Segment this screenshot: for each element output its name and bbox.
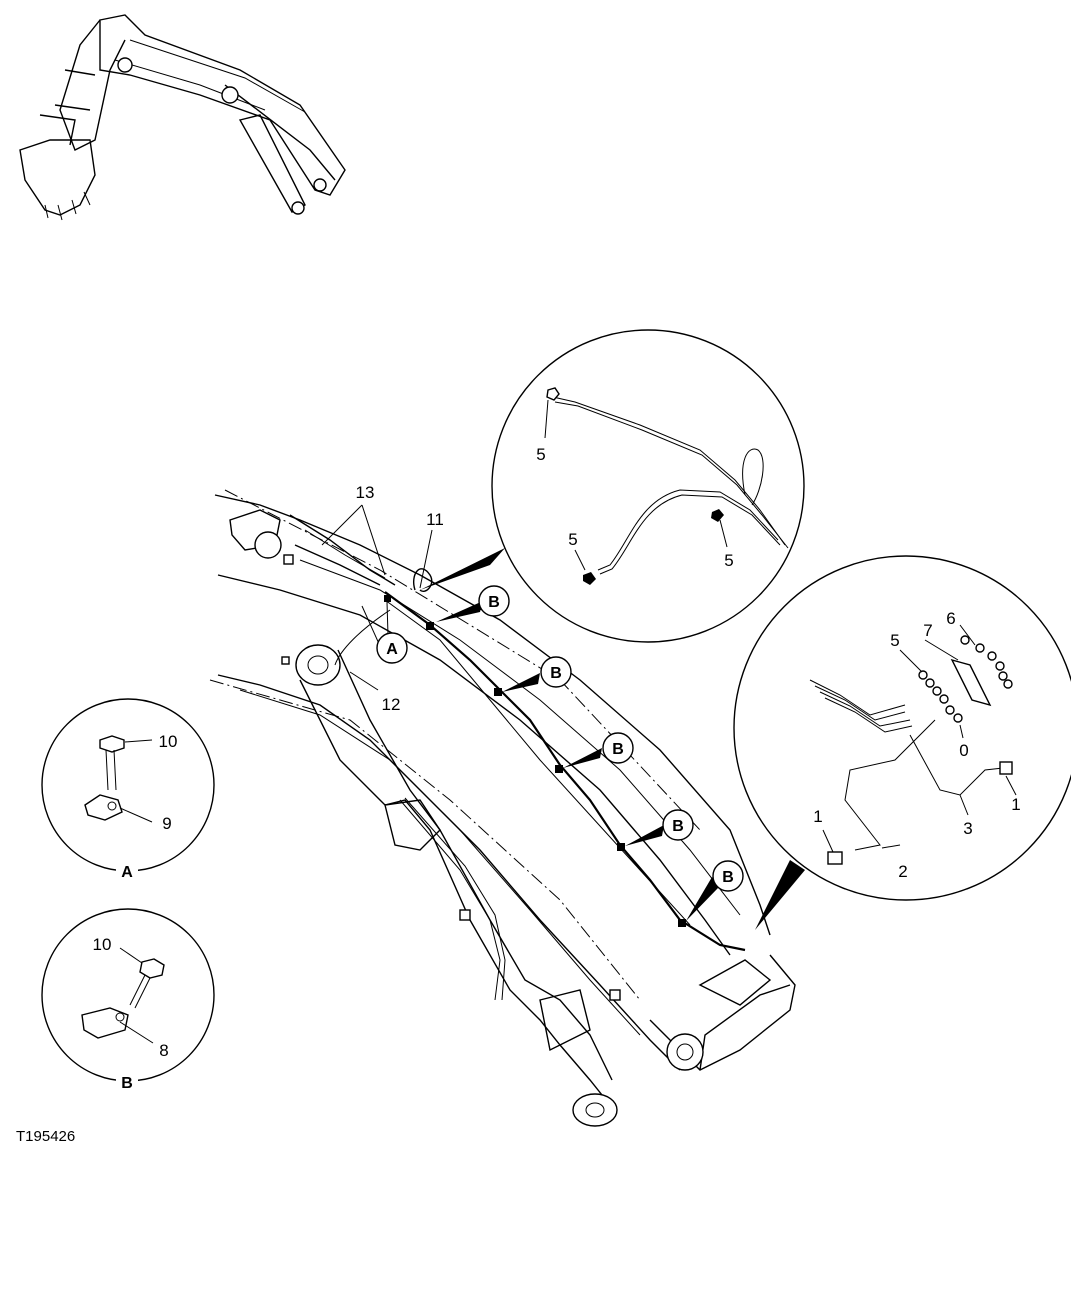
detail-top-label-5a: 5 xyxy=(536,445,545,464)
detail-right-label-1b: 1 xyxy=(1011,795,1020,814)
callout-a: A xyxy=(376,632,408,664)
detail-right-label-2: 2 xyxy=(898,862,907,881)
overview-excavator-arm xyxy=(19,14,346,221)
detail-right-fittings: 5 7 6 0 1 1 2 3 xyxy=(733,555,1071,930)
callout-b-1: B xyxy=(478,585,510,617)
figure-id: T195426 xyxy=(16,1128,75,1145)
main-leaders xyxy=(321,504,433,691)
detail-right-label-3: 3 xyxy=(963,819,972,838)
detail-a-label-9: 9 xyxy=(162,814,171,833)
svg-text:B: B xyxy=(488,594,500,611)
svg-text:B: B xyxy=(672,818,684,835)
b-callout-pointers xyxy=(436,601,718,921)
svg-text:A: A xyxy=(386,641,398,658)
svg-text:B: B xyxy=(612,741,624,758)
detail-top-label-5b: 5 xyxy=(568,530,577,549)
detail-right-label-6: 6 xyxy=(946,609,955,628)
callout-b-2: B xyxy=(540,656,572,688)
detail-a-clamp: 10 9 A xyxy=(41,698,215,883)
detail-b-label-8: 8 xyxy=(159,1041,168,1060)
detail-b-clamp: 10 8 B xyxy=(41,908,215,1093)
callout-b-5: B xyxy=(712,860,744,892)
callout-b-4: B xyxy=(662,809,694,841)
detail-a-caption: A xyxy=(121,864,133,881)
detail-a-label-10: 10 xyxy=(159,732,178,751)
svg-text:B: B xyxy=(550,665,562,682)
detail-top-label-5c: 5 xyxy=(724,551,733,570)
detail-b-label-10: 10 xyxy=(93,935,112,954)
label-13: 13 xyxy=(356,483,375,502)
main-boom-assembly xyxy=(209,489,796,1127)
label-11: 11 xyxy=(426,510,444,529)
detail-right-label-1a: 1 xyxy=(813,807,822,826)
detail-b-caption: B xyxy=(121,1075,133,1092)
detail-right-label-5: 5 xyxy=(890,631,899,650)
callout-b-3: B xyxy=(602,732,634,764)
detail-top-hose: 5 5 5 xyxy=(420,329,805,643)
detail-right-label-0: 0 xyxy=(959,741,968,760)
detail-right-label-7: 7 xyxy=(923,621,932,640)
svg-text:B: B xyxy=(722,869,734,886)
label-12: 12 xyxy=(382,695,401,714)
